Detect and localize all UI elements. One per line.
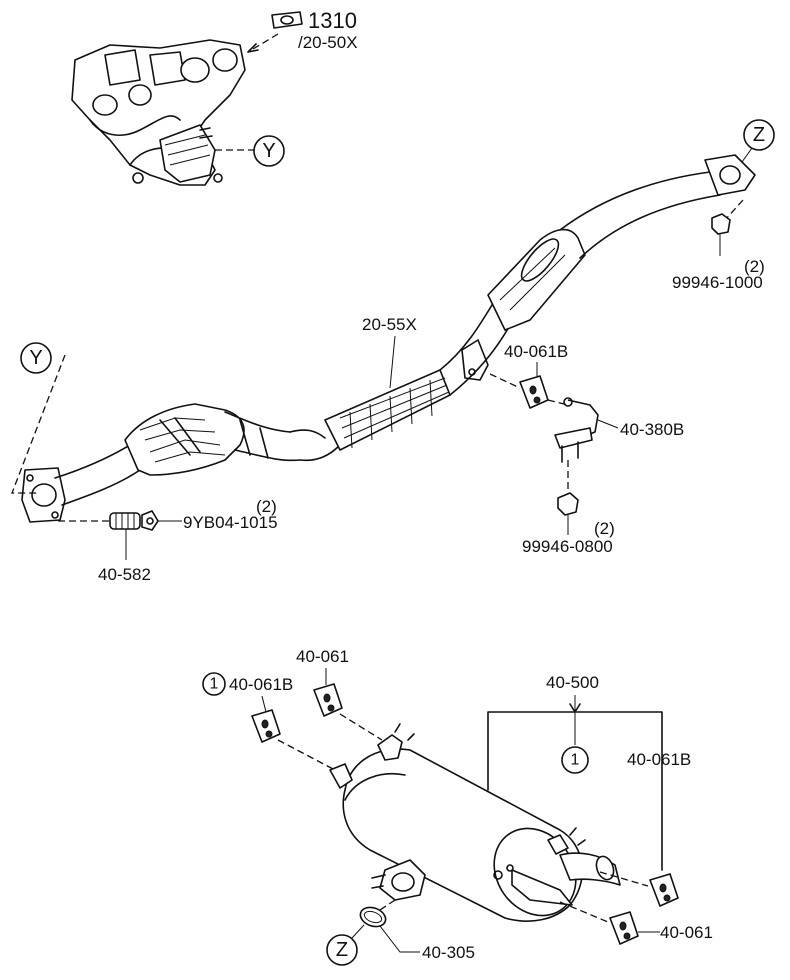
callout-y-top: Y [262, 140, 275, 162]
bracket-40-380b-icon [554, 397, 599, 463]
label-40-305: 40-305 [422, 943, 475, 962]
leader-20-55x [389, 335, 396, 389]
rubber-hanger-top-icon [519, 375, 549, 409]
label-99946-1000: 99946-1000 [672, 273, 763, 292]
leader-hanger-right-dash [599, 871, 649, 887]
leader-arrow-40-500 [569, 703, 581, 713]
exhaust-manifold-illustration [71, 39, 246, 186]
label-9yb04-1015: 9YB04-1015 [183, 513, 278, 532]
callout-z-bottom: Z [336, 939, 348, 961]
muffler-illustration [329, 723, 621, 922]
leader-1310 [247, 33, 279, 53]
rubber-hanger-bottom-icon [609, 911, 639, 945]
callout-y-left-circle [20, 342, 52, 374]
callout-1-left-circle [202, 672, 226, 696]
callout-y-left: Y [29, 347, 42, 369]
callout-1-mid-circle [561, 746, 589, 774]
callout-z-top-circle [743, 119, 775, 151]
bolt-9yb04-1015-icon [141, 510, 159, 531]
leader-hanger-mid-dash [339, 713, 383, 741]
label-40-582: 40-582 [98, 565, 151, 584]
label-40-061b-top: 40-061B [504, 342, 568, 361]
spring-gasket-40-582-icon [109, 512, 141, 530]
label-40-061-mid: 40-061 [296, 647, 349, 666]
leader-arrow-1310 [247, 43, 259, 53]
leader-gasket-bottom-dash [379, 899, 396, 911]
leader-40-380b [597, 419, 619, 429]
leader-hanger-left-dash [277, 739, 336, 771]
rubber-hanger-left-icon [251, 709, 281, 743]
rubber-hanger-right-icon [649, 873, 679, 907]
front-pipe-illustration [21, 154, 756, 523]
nut-99946-0800-icon [557, 492, 579, 516]
label-nut-mid-qty: (2) [594, 519, 615, 538]
label-bolt-qty: (2) [256, 497, 277, 516]
callout-z-top: Z [753, 124, 765, 146]
label-1310: 1310 [308, 8, 357, 33]
leader-hanger-bottom-dash [559, 901, 609, 923]
leader-40-061b-left [261, 695, 267, 713]
nut-99946-1000-icon [711, 213, 731, 235]
callout-1-mid: 1 [571, 752, 580, 769]
label-40-380b: 40-380B [620, 420, 684, 439]
leader-z-top [741, 147, 753, 163]
rubber-hanger-mid-icon [313, 683, 343, 717]
label-99946-0800: 99946-0800 [522, 537, 613, 556]
label-40-061b-right: 40-061B [627, 750, 691, 769]
leader-hanger-dash [489, 373, 521, 389]
label-nut-top-qty: (2) [744, 257, 765, 276]
label-40-061-bottom: 40-061 [660, 923, 713, 942]
label-40-500: 40-500 [546, 673, 599, 692]
callout-1-left: 1 [210, 676, 219, 693]
callout-y-top-circle [253, 135, 285, 167]
gasket-1310-icon [271, 11, 303, 29]
leader-z-bottom [351, 924, 365, 939]
label-20-55x: 20-55X [362, 315, 417, 334]
leader-nut-top [724, 199, 744, 221]
leader-40-305 [379, 925, 420, 953]
callout-z-bottom-circle [326, 934, 358, 966]
leader-y-left [11, 354, 66, 494]
label-20-50x: /20-50X [298, 33, 358, 52]
label-40-061b-left: 40-061B [229, 675, 293, 694]
